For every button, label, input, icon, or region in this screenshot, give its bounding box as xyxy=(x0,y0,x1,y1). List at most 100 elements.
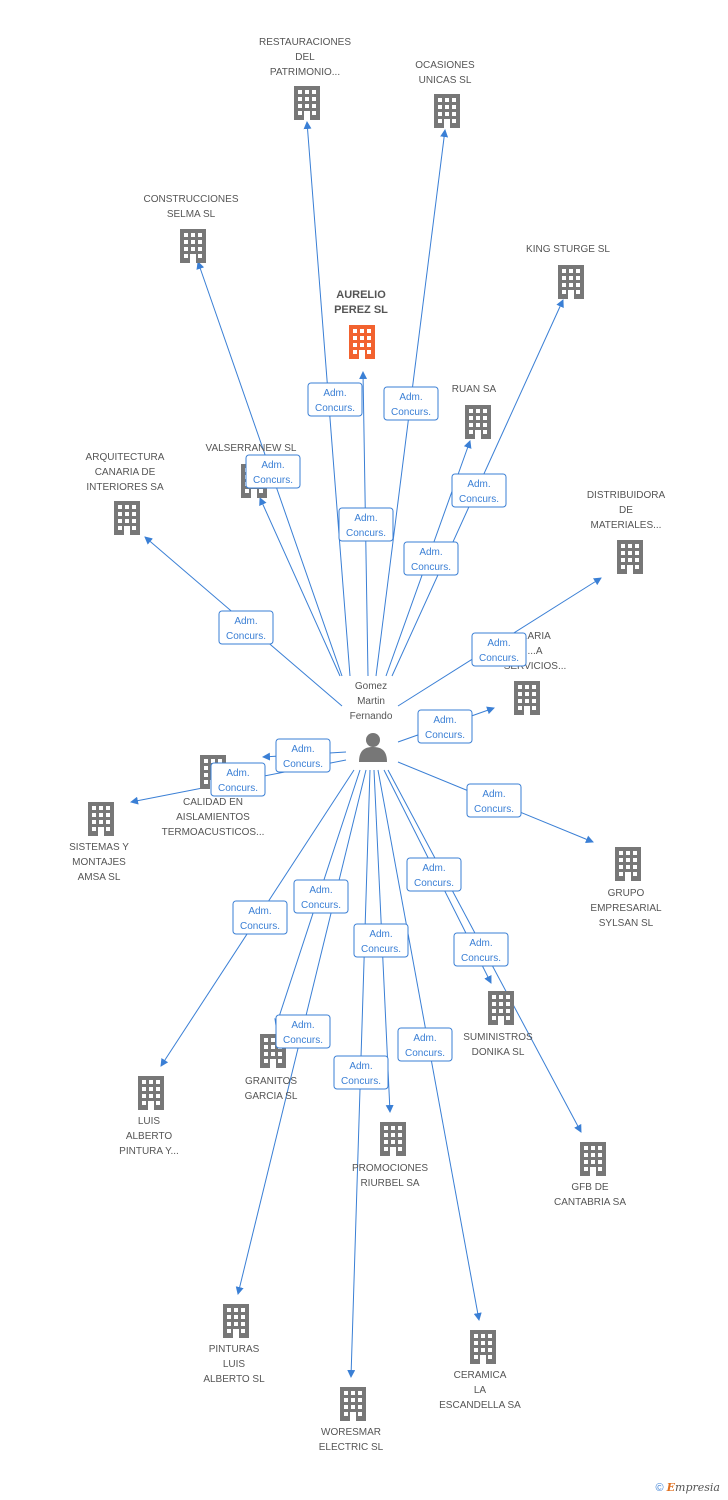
company-name-line: DONIKA SL xyxy=(472,1047,525,1058)
company-name-line: DEL xyxy=(295,52,315,63)
person-name-line: Gomez xyxy=(355,681,387,692)
company-node-inmobiliaria[interactable]: ...ARIA ...A SERVICIOS... xyxy=(504,631,567,715)
company-node-woresmar[interactable]: WORESMAR ELECTRIC SL xyxy=(319,1387,384,1453)
edge-label-text: Concurs. xyxy=(361,944,401,955)
edge-label-gfb[interactable]: Adm.Concurs. xyxy=(453,932,509,967)
company-name-line: ...A xyxy=(527,646,542,657)
edge-label-text: Concurs. xyxy=(315,403,355,414)
person-name-line: Fernando xyxy=(350,711,393,722)
edge-label-distribuidora[interactable]: Adm.Concurs. xyxy=(471,632,527,667)
edge-label-sistemas[interactable]: Adm.Concurs. xyxy=(210,762,266,797)
edge-label-text: Concurs. xyxy=(253,475,293,486)
edge-label-text: Concurs. xyxy=(218,783,258,794)
company-node-restauraciones[interactable]: RESTAURACIONES DEL PATRIMONIO... xyxy=(259,37,351,120)
edge-label-text: Concurs. xyxy=(240,921,280,932)
edge-label-ceramica[interactable]: Adm.Concurs. xyxy=(397,1027,453,1062)
edge-label-king[interactable]: Adm. Concurs. xyxy=(451,473,507,508)
company-node-valserranew[interactable]: VALSERRANEW SL xyxy=(206,443,297,498)
company-name-line: GFB DE xyxy=(571,1182,609,1193)
building-icon xyxy=(615,847,641,881)
edge-label-text: Adm. xyxy=(234,616,257,627)
company-name-line: RESTAURACIONES xyxy=(259,37,351,48)
edge-label-arquitectura[interactable]: Adm.Concurs. xyxy=(218,610,274,645)
company-node-ocasiones[interactable]: OCASIONES UNICAS SL xyxy=(415,60,475,128)
edge-label-restauraciones[interactable]: Adm.Concurs. xyxy=(307,382,363,417)
edge-label-text: Concurs. xyxy=(474,804,514,815)
company-name-line: OCASIONES xyxy=(415,60,475,71)
edge-label-promociones[interactable]: Adm.Concurs. xyxy=(353,923,409,958)
edge-label-text: Adm. xyxy=(291,744,314,755)
edge-label-text: Adm. xyxy=(291,1020,314,1031)
edge-label-ruan[interactable]: Adm.Concurs. xyxy=(403,541,459,576)
company-name-line: RUAN SA xyxy=(452,384,497,395)
edge-label-suministros[interactable]: Adm.Concurs. xyxy=(406,857,462,892)
company-name-line: SERVICIOS... xyxy=(504,661,567,672)
building-icon xyxy=(349,325,375,359)
company-name-line: MATERIALES... xyxy=(591,520,662,531)
company-name-line: WORESMAR xyxy=(321,1427,381,1438)
copyright-symbol: © xyxy=(655,1482,664,1494)
edge-label-text: Adm. xyxy=(309,885,332,896)
building-icon xyxy=(488,991,514,1025)
edge-label-text: Adm. xyxy=(349,1061,372,1072)
company-name-line: UNICAS SL xyxy=(419,75,472,86)
edge-label-text: Adm. xyxy=(261,460,284,471)
edge-label-aurelio[interactable]: Adm.Concurs. xyxy=(338,507,394,542)
edge-label-text: Adm. xyxy=(469,938,492,949)
edge-label-granitos[interactable]: Adm. Concurs. xyxy=(293,879,349,914)
building-icon xyxy=(617,540,643,574)
company-node-calidad[interactable]: CALIDAD ENAISLAMIENTOSTERMOACUSTICOS... xyxy=(162,755,265,838)
company-name-line: ALBERTO xyxy=(126,1131,173,1142)
nodes-layer: RESTAURACIONES DEL PATRIMONIO... OCASIONES U… xyxy=(69,37,665,1453)
edge-label-ocasiones[interactable]: Adm.Concurs. xyxy=(383,386,439,421)
company-name-line: CALIDAD EN xyxy=(183,797,243,808)
edge-label-text: Concurs. xyxy=(425,730,465,741)
edge-label-text: Adm. xyxy=(467,479,490,490)
company-node-ruan[interactable]: RUAN SA xyxy=(452,384,497,439)
edge-label-grupo[interactable]: Adm. Concurs. xyxy=(466,783,522,818)
company-name-line: ELECTRIC SL xyxy=(319,1442,384,1453)
edge-label-text: Concurs. xyxy=(459,494,499,505)
company-name-line: ...ARIA xyxy=(519,631,551,642)
edge-label-text: Adm. xyxy=(482,789,505,800)
brand-logo[interactable]: Empresia xyxy=(666,1481,720,1494)
company-name-line: PROMOCIONES xyxy=(352,1163,428,1174)
company-node-distribuidora[interactable]: DISTRIBUIDORADEMATERIALES... xyxy=(587,490,666,574)
building-icon xyxy=(223,1304,249,1338)
building-icon xyxy=(380,1122,406,1156)
company-name-line: PEREZ SL xyxy=(334,304,388,316)
company-name-line: LA xyxy=(474,1385,487,1396)
person-name-line: Martin xyxy=(357,696,385,707)
edge-label-text: Adm. xyxy=(354,513,377,524)
edge-label-woresmar[interactable]: Adm.Concurs. xyxy=(333,1055,389,1090)
edge-label-text: Concurs. xyxy=(301,900,341,911)
edge-label-luis[interactable]: Adm. Concurs. xyxy=(232,900,288,935)
edge-label-inmobiliaria[interactable]: Adm.Concurs. xyxy=(417,709,473,744)
edge-label-calidad[interactable]: Adm.Concurs. xyxy=(275,738,331,773)
company-node-promociones[interactable]: PROMOCIONES RIURBEL SA xyxy=(352,1122,428,1189)
edge-label-text: Adm. xyxy=(422,863,445,874)
company-name-line: RIURBEL SA xyxy=(360,1178,419,1189)
company-name-line: GRUPO xyxy=(608,888,645,899)
company-node-king[interactable]: KING STURGE SL xyxy=(526,244,610,299)
edge-label-pinturas[interactable]: Adm.Concurs. xyxy=(275,1014,331,1049)
edge-label-layer: Adm. Concurs. Adm. Concurs. Adm. Concurs. Adm.… xyxy=(210,382,527,1090)
company-name-line: AMSA SL xyxy=(78,872,121,883)
company-name-line: PINTURA Y... xyxy=(119,1146,179,1157)
company-name-line: MONTAJES xyxy=(72,857,126,868)
company-name-line: PATRIMONIO... xyxy=(270,67,340,78)
edge-label-text: Adm. xyxy=(248,906,271,917)
edge-label-valserranew[interactable]: Adm. Concurs. xyxy=(245,454,301,489)
